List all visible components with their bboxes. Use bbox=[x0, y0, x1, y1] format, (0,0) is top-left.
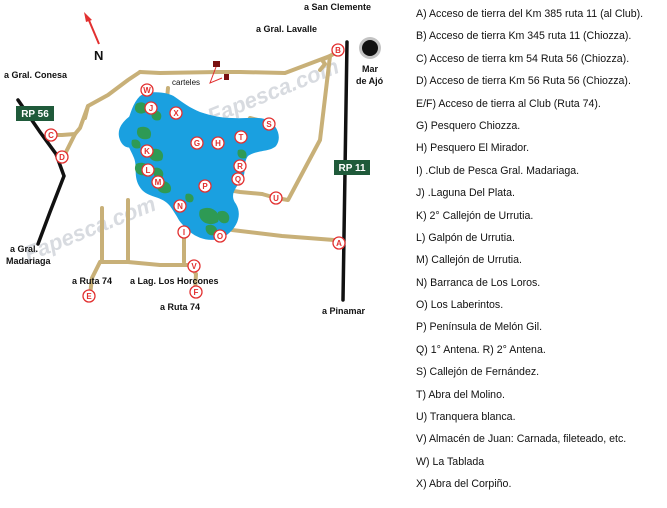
marker-s[interactable]: S bbox=[262, 117, 276, 131]
svg-text:D: D bbox=[59, 153, 65, 162]
legend-item-ef: E/F) Acceso de tierra al Club (Ruta 74). bbox=[416, 97, 601, 110]
legend-item-b: B) Acceso de tierra Km 345 ruta 11 (Chio… bbox=[416, 30, 632, 43]
town-mar-de-ajo bbox=[359, 37, 381, 59]
legend-item-qr: Q) 1° Antena. R) 2° Antena. bbox=[416, 343, 546, 356]
legend-item-a: A) Acceso de tierra del Km 385 ruta 11 (… bbox=[416, 8, 644, 20]
label-gral-conesa: a Gral. Conesa bbox=[4, 70, 68, 80]
svg-text:R: R bbox=[237, 162, 243, 171]
label-gral-madariaga-line2: Madariaga bbox=[6, 256, 52, 266]
legend-item-c: C) Acceso de tierra km 54 Ruta 56 (Chioz… bbox=[416, 52, 630, 65]
marker-t[interactable]: T bbox=[234, 130, 248, 144]
marker-c[interactable]: C bbox=[44, 128, 58, 142]
label-lag-los-horcones: a Lag. Los Horcones bbox=[130, 276, 219, 286]
legend-item-k: K) 2° Callejón de Urrutia. bbox=[416, 209, 534, 222]
legend-item-x: X) Abra del Corpiño. bbox=[416, 478, 512, 491]
svg-text:W: W bbox=[143, 86, 151, 95]
north-arrow: N bbox=[84, 12, 103, 63]
svg-text:G: G bbox=[194, 139, 200, 148]
marker-e[interactable]: E bbox=[82, 289, 96, 303]
svg-text:RP 11: RP 11 bbox=[338, 163, 365, 174]
legend-item-m: M) Callejón de Urrutia. bbox=[416, 254, 522, 267]
svg-text:U: U bbox=[273, 194, 279, 203]
legend-item-v: V) Almacén de Juan: Carnada, fileteado, … bbox=[416, 433, 627, 446]
label-mar-de-ajo-line1: Mar bbox=[362, 64, 379, 74]
svg-text:T: T bbox=[239, 133, 244, 142]
marker-x[interactable]: X bbox=[169, 106, 183, 120]
svg-text:N: N bbox=[177, 202, 183, 211]
svg-text:I: I bbox=[183, 228, 185, 237]
lagoon-map: Fapesca.com Fapesca.com bbox=[4, 2, 384, 316]
label-mar-de-ajo-line2: de Ajó bbox=[356, 76, 384, 86]
marker-i[interactable]: I bbox=[177, 225, 191, 239]
svg-text:K: K bbox=[144, 147, 150, 156]
label-pinamar: a Pinamar bbox=[322, 306, 366, 316]
svg-text:S: S bbox=[266, 120, 272, 129]
marker-m[interactable]: M bbox=[151, 175, 165, 189]
svg-text:P: P bbox=[202, 182, 208, 191]
legend-item-n: N) Barranca de Los Loros. bbox=[416, 276, 541, 289]
label-gral-madariaga-line1: a Gral. bbox=[10, 244, 38, 254]
marker-q[interactable]: Q bbox=[231, 172, 245, 186]
label-ruta74-left: a Ruta 74 bbox=[72, 276, 112, 286]
legend-item-t: T) Abra del Molino. bbox=[416, 388, 505, 401]
label-gral-lavalle: a Gral. Lavalle bbox=[256, 24, 317, 34]
legend-item-j: J) .Laguna Del Plata. bbox=[416, 187, 515, 200]
label-san-clemente: a San Clemente bbox=[304, 2, 371, 12]
carteles-sign bbox=[209, 61, 229, 84]
svg-text:H: H bbox=[215, 139, 221, 148]
svg-text:X: X bbox=[173, 109, 179, 118]
svg-text:C: C bbox=[48, 131, 54, 140]
legend-item-h: H) Pesquero El Mirador. bbox=[416, 142, 530, 155]
marker-l[interactable]: L bbox=[141, 163, 155, 177]
legend-item-g: G) Pesquero Chiozza. bbox=[416, 119, 521, 132]
svg-text:O: O bbox=[217, 232, 223, 241]
marker-w[interactable]: W bbox=[140, 83, 154, 97]
label-carteles: carteles bbox=[172, 78, 200, 87]
highway-rp56 bbox=[16, 98, 66, 246]
svg-text:V: V bbox=[191, 262, 197, 271]
route-badge-rp11: RP 11 bbox=[334, 160, 370, 175]
legend-list: A) Acceso de tierra del Km 385 ruta 11 (… bbox=[416, 3, 664, 496]
marker-g[interactable]: G bbox=[190, 136, 204, 150]
marker-a[interactable]: A bbox=[332, 236, 346, 250]
svg-text:J: J bbox=[149, 104, 153, 113]
route-badge-rp56: RP 56 bbox=[16, 106, 54, 121]
marker-u[interactable]: U bbox=[269, 191, 283, 205]
marker-k[interactable]: K bbox=[140, 144, 154, 158]
marker-h[interactable]: H bbox=[211, 136, 225, 150]
marker-n[interactable]: N bbox=[173, 199, 187, 213]
svg-text:M: M bbox=[155, 178, 162, 187]
legend-item-d: D) Acceso de tierra Km 56 Ruta 56 (Chioz… bbox=[416, 75, 631, 88]
marker-b[interactable]: B bbox=[331, 43, 345, 57]
marker-o[interactable]: O bbox=[213, 229, 227, 243]
legend-item-p: P) Península de Melón Gil. bbox=[416, 321, 543, 334]
legend-item-i: I) .Club de Pesca Gral. Madariaga. bbox=[416, 164, 580, 177]
marker-v[interactable]: V bbox=[187, 259, 201, 273]
north-label: N bbox=[94, 48, 103, 63]
svg-text:Q: Q bbox=[235, 175, 241, 184]
svg-text:B: B bbox=[335, 46, 341, 55]
marker-j[interactable]: J bbox=[144, 101, 158, 115]
marker-r[interactable]: R bbox=[233, 159, 247, 173]
legend-item-s: S) Callejón de Fernández. bbox=[416, 366, 540, 379]
label-ruta74-bottom: a Ruta 74 bbox=[160, 302, 200, 312]
svg-text:RP 56: RP 56 bbox=[21, 109, 49, 120]
marker-d[interactable]: D bbox=[55, 150, 69, 164]
legend-item-u: U) Tranquera blanca. bbox=[416, 411, 516, 424]
svg-text:L: L bbox=[146, 166, 151, 175]
svg-text:A: A bbox=[336, 239, 342, 248]
svg-text:E: E bbox=[86, 292, 92, 301]
legend-item-l: L) Galpón de Urrutia. bbox=[416, 231, 515, 244]
marker-f[interactable]: F bbox=[189, 285, 203, 299]
legend-item-o: O) Los Laberintos. bbox=[416, 299, 504, 312]
legend-item-w: W) La Tablada bbox=[416, 455, 485, 468]
marker-p[interactable]: P bbox=[198, 179, 212, 193]
svg-text:F: F bbox=[194, 288, 199, 297]
